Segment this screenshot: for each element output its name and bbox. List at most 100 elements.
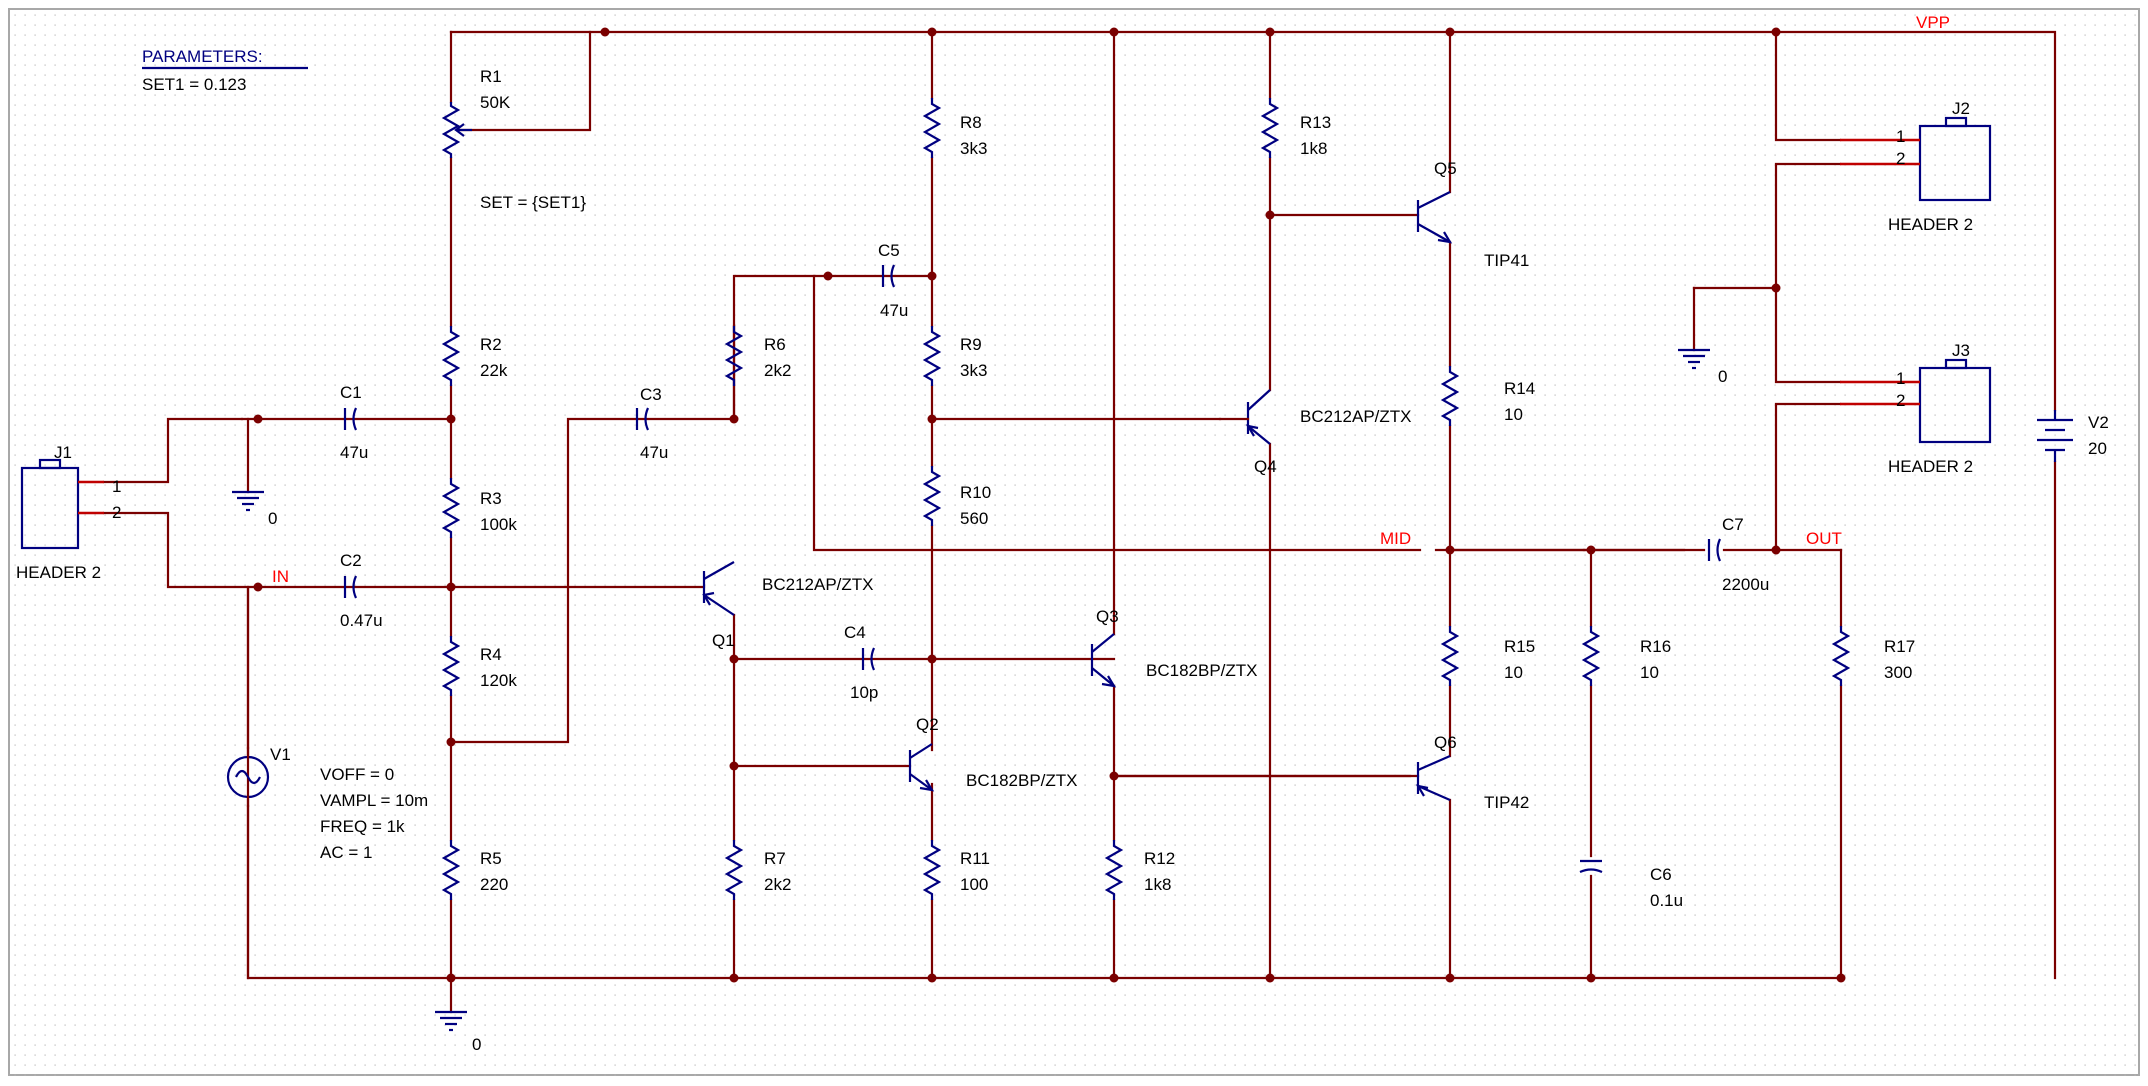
q3-name: Q3 [1096, 607, 1119, 626]
c3-value: 47u [640, 443, 668, 462]
gnd-label-1: 0 [268, 509, 277, 528]
c6-name: C6 [1650, 865, 1672, 884]
c6-value: 0.1u [1650, 891, 1683, 910]
r9-value: 3k3 [960, 361, 987, 380]
r17-name: R17 [1884, 637, 1915, 656]
gnd-label-2: 0 [472, 1035, 481, 1054]
potentiometer-r1[interactable] [441, 102, 472, 158]
q4-name: Q4 [1254, 457, 1277, 476]
r12-value: 1k8 [1144, 875, 1171, 894]
r14-value: 10 [1504, 405, 1523, 424]
c7-name: C7 [1722, 515, 1744, 534]
schematic-canvas[interactable]: PARAMETERS: SET1 = 0.123 R1 50K SET = {S… [8, 8, 2142, 1078]
q3-value: BC182BP/ZTX [1146, 661, 1258, 680]
transistor-q6[interactable] [1415, 754, 1451, 802]
q5-value: TIP41 [1484, 251, 1529, 270]
r16-name: R16 [1640, 637, 1671, 656]
r10-name: R10 [960, 483, 991, 502]
transistor-q5[interactable] [1416, 191, 1453, 244]
transistor-q4[interactable] [1218, 389, 1271, 445]
r16-value: 10 [1640, 663, 1659, 682]
header-j1[interactable] [20, 458, 104, 550]
r13-value: 1k8 [1300, 139, 1327, 158]
headers [20, 116, 1992, 550]
resistors [441, 96, 1850, 902]
q6-name: Q6 [1434, 733, 1457, 752]
r17-value: 300 [1884, 663, 1912, 682]
c5-value: 47u [880, 301, 908, 320]
v1-vampl: VAMPL = 10m [320, 791, 428, 810]
c1-value: 47u [340, 443, 368, 462]
grid-background [10, 10, 2142, 1078]
r8-value: 3k3 [960, 139, 987, 158]
header-j3[interactable] [1840, 358, 1992, 444]
c2-value: 0.47u [340, 611, 383, 630]
c4-name: C4 [844, 623, 866, 642]
parameters-title: PARAMETERS: [142, 47, 263, 66]
transistors [702, 191, 1453, 802]
r8-name: R8 [960, 113, 982, 132]
source-v1[interactable] [226, 746, 270, 808]
r10-value: 560 [960, 509, 988, 528]
r7-name: R7 [764, 849, 786, 868]
gnd-label-3: 0 [1718, 367, 1727, 386]
q1-value: BC212AP/ZTX [762, 575, 874, 594]
sources [226, 410, 2073, 808]
q5-name: Q5 [1434, 159, 1457, 178]
r2-name: R2 [480, 335, 502, 354]
schematic-svg: PARAMETERS: SET1 = 0.123 R1 50K SET = {S… [10, 10, 2142, 1078]
j2-pin1: 1 [1896, 127, 1905, 146]
parameters-set1: SET1 = 0.123 [142, 75, 246, 94]
q6-value: TIP42 [1484, 793, 1529, 812]
net-label-mid: MID [1380, 529, 1411, 548]
r2-value: 22k [480, 361, 508, 380]
component-labels: R1 50K SET = {SET1} R2 22k R3 100k R4 12… [16, 67, 2109, 910]
v1-ac: AC = 1 [320, 843, 372, 862]
r1-set: SET = {SET1} [480, 193, 586, 212]
j1-pin2: 2 [112, 503, 121, 522]
net-label-out: OUT [1806, 529, 1842, 548]
r5-value: 220 [480, 875, 508, 894]
c3-name: C3 [640, 385, 662, 404]
q2-name: Q2 [916, 715, 939, 734]
c4-value: 10p [850, 683, 878, 702]
c2-name: C2 [340, 551, 362, 570]
j1-value: HEADER 2 [16, 563, 101, 582]
wires [102, 30, 2057, 1014]
c1-name: C1 [340, 383, 362, 402]
r4-value: 120k [480, 671, 517, 690]
source-v2[interactable] [2037, 410, 2073, 462]
r9-name: R9 [960, 335, 982, 354]
r6-value: 2k2 [764, 361, 791, 380]
j2-name: J2 [1952, 99, 1970, 118]
j3-pin2: 2 [1896, 391, 1905, 410]
r1-name: R1 [480, 67, 502, 86]
q2-value: BC182BP/ZTX [966, 771, 1078, 790]
v1-voff: VOFF = 0 [320, 765, 394, 784]
transistor-q1[interactable] [702, 561, 735, 616]
v2-name: V2 [2088, 413, 2109, 432]
r15-name: R15 [1504, 637, 1535, 656]
r6-name: R6 [764, 335, 786, 354]
transistor-q3[interactable] [1090, 633, 1117, 688]
transistor-q2[interactable] [908, 743, 935, 792]
r5-name: R5 [480, 849, 502, 868]
net-label-in: IN [272, 567, 289, 586]
parameters-block[interactable]: PARAMETERS: SET1 = 0.123 [142, 47, 308, 94]
j1-name: J1 [54, 443, 72, 462]
r4-name: R4 [480, 645, 502, 664]
r11-name: R11 [960, 849, 990, 868]
r15-value: 10 [1504, 663, 1523, 682]
r14-name: R14 [1504, 379, 1535, 398]
r1-value: 50K [480, 93, 511, 112]
r11-value: 100 [960, 875, 988, 894]
v1-name: V1 [270, 745, 291, 764]
header-j2[interactable] [1840, 116, 1992, 202]
c7-value: 2200u [1722, 575, 1769, 594]
j3-value: HEADER 2 [1888, 457, 1973, 476]
net-labels: VPP IN MID OUT 0 0 0 [268, 13, 1950, 1054]
r13-name: R13 [1300, 113, 1331, 132]
net-label-vpp: VPP [1916, 13, 1950, 32]
j2-value: HEADER 2 [1888, 215, 1973, 234]
junctions [253, 27, 1846, 983]
